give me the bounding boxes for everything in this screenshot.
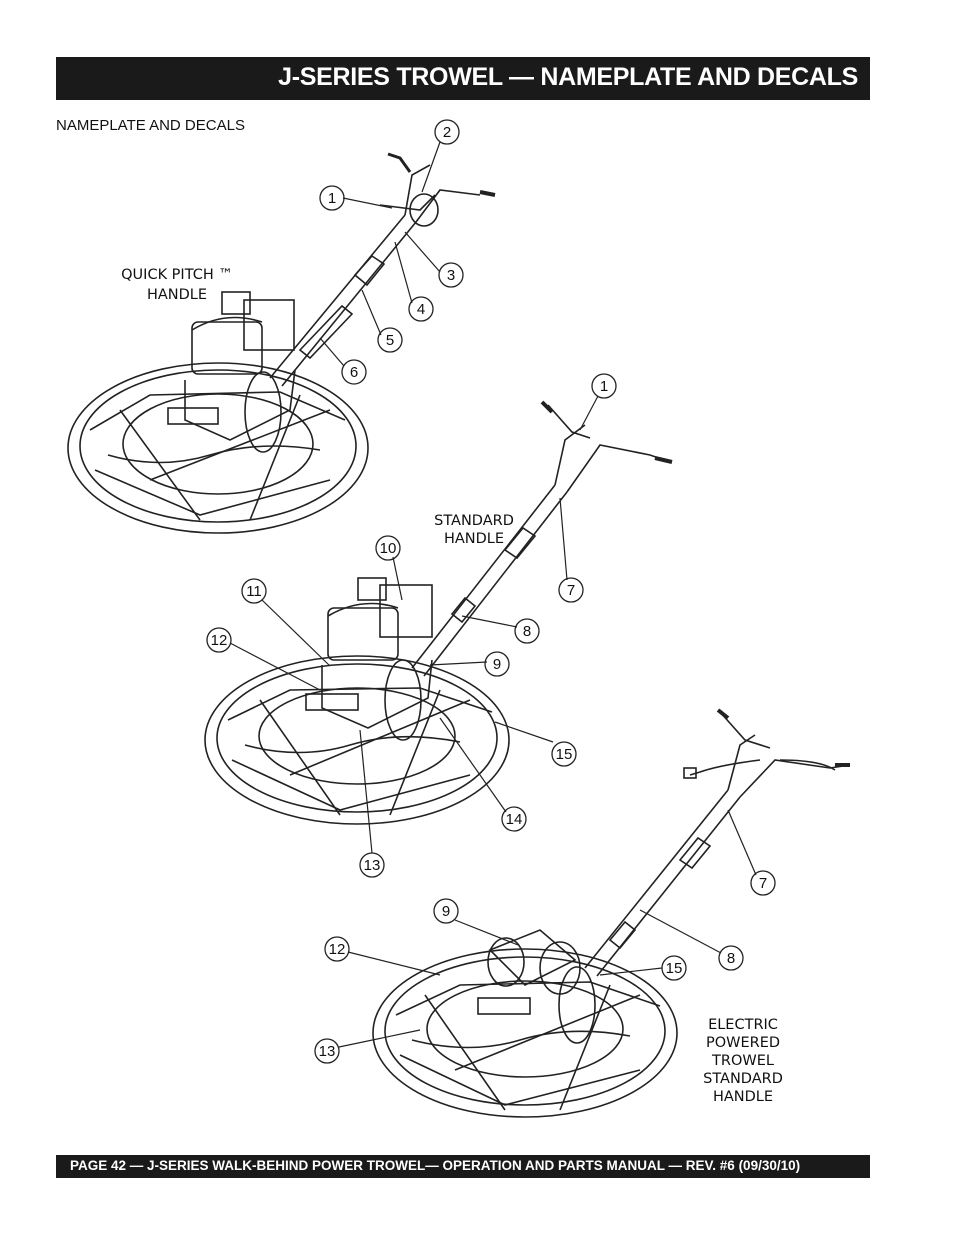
- callout-6: 6: [350, 364, 358, 381]
- caption-quick-pitch-line1: QUICK PITCH ™: [121, 267, 233, 283]
- page-title: J-SERIES TROWEL — NAMEPLATE AND DECALS: [278, 63, 858, 91]
- callout-13: 13: [364, 857, 381, 874]
- trowel-electric-drawing: [372, 708, 851, 1118]
- caption-quick-pitch-line2: HANDLE: [147, 287, 207, 303]
- callout-9: 9: [442, 903, 450, 920]
- caption-electric-line2: POWERED: [706, 1035, 780, 1051]
- callout-1: 1: [600, 378, 608, 395]
- title-bar: J-SERIES TROWEL — NAMEPLATE AND DECALS: [56, 57, 870, 100]
- callout-circles: [206, 119, 776, 1064]
- caption-standard-line1: STANDARD: [434, 513, 514, 529]
- callout-13: 13: [319, 1043, 336, 1060]
- callout-11: 11: [246, 583, 262, 600]
- caption-electric-line3: TROWEL: [711, 1053, 774, 1069]
- footer-bar: PAGE 42 — J-SERIES WALK-BEHIND POWER TRO…: [56, 1155, 870, 1178]
- footer-text: PAGE 42 — J-SERIES WALK-BEHIND POWER TRO…: [70, 1158, 801, 1173]
- callout-7: 7: [759, 875, 767, 892]
- section-label: NAMEPLATE AND DECALS: [56, 117, 245, 134]
- callout-5: 5: [386, 332, 394, 349]
- callout-7: 7: [567, 582, 575, 599]
- callout-12: 12: [329, 941, 346, 958]
- caption-electric-line5: HANDLE: [713, 1089, 773, 1105]
- caption-electric-line4: STANDARD: [703, 1071, 783, 1087]
- callout-4: 4: [417, 301, 425, 318]
- callout-8: 8: [727, 950, 735, 967]
- caption-standard-line2: HANDLE: [444, 531, 504, 547]
- callout-2: 2: [443, 124, 451, 141]
- captions: QUICK PITCH ™ HANDLE STANDARD HANDLE ELE…: [121, 267, 783, 1105]
- callout-15: 15: [666, 960, 683, 977]
- callout-14: 14: [506, 811, 523, 828]
- callout-10: 10: [380, 540, 397, 557]
- callout-15: 15: [556, 746, 573, 763]
- callout-3: 3: [447, 267, 455, 284]
- callout-9: 9: [493, 656, 501, 673]
- callout-1: 1: [328, 190, 336, 207]
- trowel-quick-pitch-drawing: [67, 152, 496, 534]
- callout-12: 12: [211, 632, 228, 649]
- callout-8: 8: [523, 623, 531, 640]
- leader-lines: [229, 141, 757, 1048]
- caption-electric-line1: ELECTRIC: [708, 1017, 778, 1033]
- callout-numbers: 1 2 3 4 5 6 1 7 8 9 10 11 12 13 14 15 7 …: [211, 124, 768, 1060]
- trowel-standard-drawing: [204, 400, 673, 825]
